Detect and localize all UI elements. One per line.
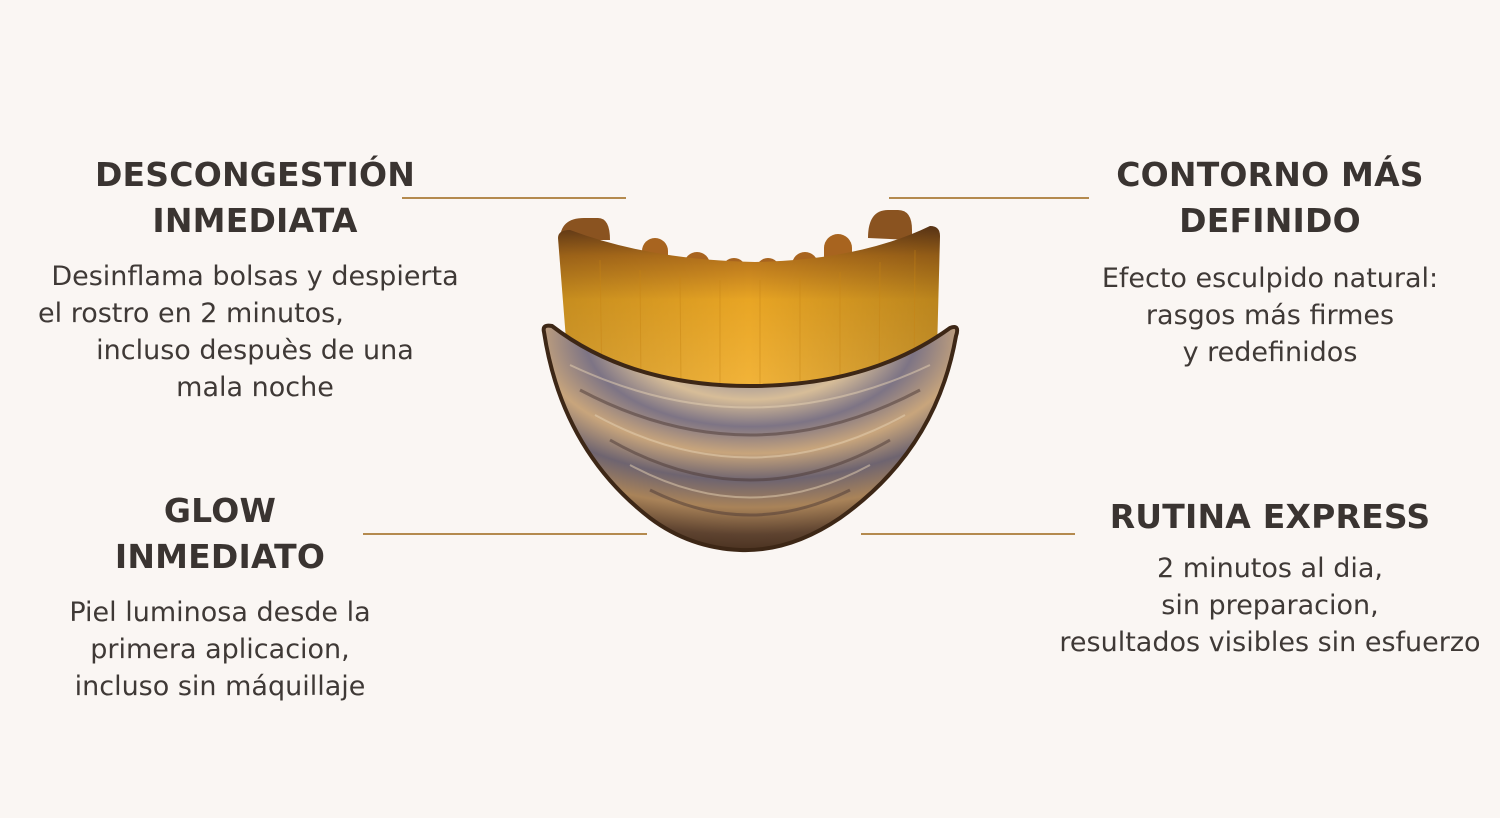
- feature-express-routine: RUTINA EXPRESS 2 minutos al dia, sin pre…: [1040, 494, 1500, 661]
- connector-line-top-left: [402, 197, 626, 199]
- wooden-face-brush-icon: [541, 210, 960, 553]
- connector-line-bottom-right: [861, 533, 1075, 535]
- feature-title: DESCONGESTIÓN INMEDIATA: [94, 155, 416, 240]
- feature-description: Desinflama bolsas y despierta el rostro …: [38, 261, 459, 403]
- feature-glow: GLOW INMEDIATO Piel luminosa desde la pr…: [20, 488, 420, 705]
- feature-title: GLOW INMEDIATO: [114, 491, 326, 576]
- feature-title: CONTORNO MÁS DEFINIDO: [1116, 155, 1424, 240]
- connector-line-top-right: [889, 197, 1089, 199]
- feature-title: RUTINA EXPRESS: [1109, 497, 1431, 536]
- feature-description: Efecto esculpido natural: rasgos más fir…: [1101, 263, 1439, 368]
- connector-line-bottom-left: [363, 533, 647, 535]
- feature-contour: CONTORNO MÁS DEFINIDO Efecto esculpido n…: [1060, 152, 1480, 371]
- feature-description: Piel luminosa desde la primera aplicacio…: [69, 597, 371, 702]
- feature-decongestion: DESCONGESTIÓN INMEDIATA Desinflama bolsa…: [20, 152, 490, 406]
- feature-description: 2 minutos al dia, sin preparacion, resul…: [1059, 553, 1481, 658]
